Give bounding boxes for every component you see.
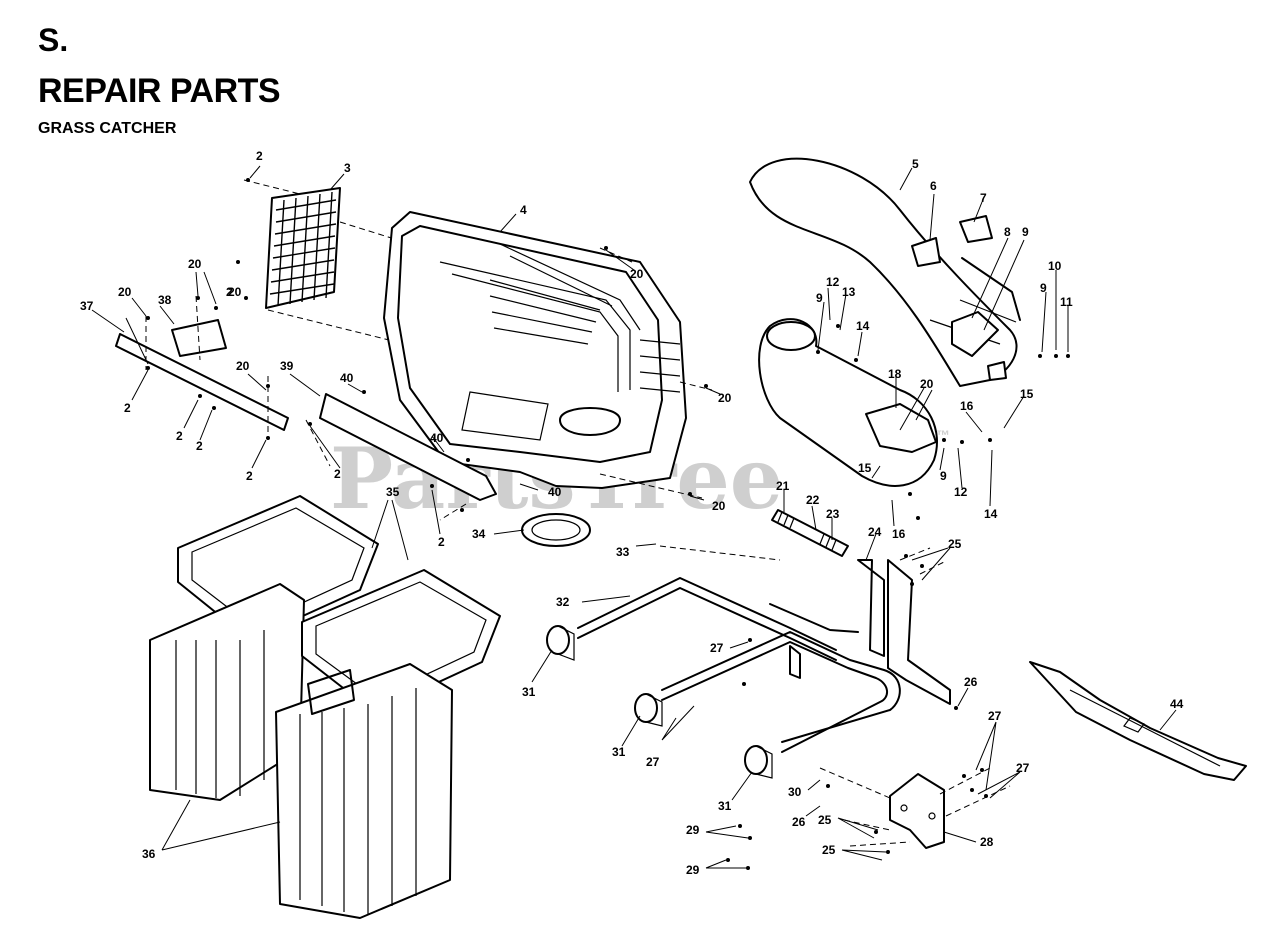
callout-2: 2 <box>246 469 253 483</box>
callout-26: 26 <box>964 675 978 689</box>
callout-31: 31 <box>612 745 626 759</box>
callout-8: 8 <box>1004 225 1011 239</box>
callout-22: 22 <box>806 493 820 507</box>
callout-35: 35 <box>386 485 400 499</box>
part-spring-pin <box>771 509 849 557</box>
callout-16: 16 <box>892 527 906 541</box>
part-frame <box>577 545 951 753</box>
callout-3: 3 <box>344 161 351 175</box>
callout-12: 12 <box>954 485 968 499</box>
callout-9: 9 <box>1022 225 1029 239</box>
callout-15: 15 <box>858 461 872 475</box>
callout-9: 9 <box>940 469 947 483</box>
callout-26: 26 <box>792 815 806 829</box>
callout-2: 2 <box>176 429 183 443</box>
callout-38: 38 <box>158 293 172 307</box>
callout-32: 32 <box>556 595 570 609</box>
callout-20: 20 <box>228 285 242 299</box>
callout-25: 25 <box>818 813 832 827</box>
callout-2: 2 <box>438 535 445 549</box>
callout-13: 13 <box>842 285 856 299</box>
callout-4: 4 <box>520 203 527 217</box>
callout-37: 37 <box>80 299 94 313</box>
callout-40: 40 <box>548 485 562 499</box>
callout-44: 44 <box>1170 697 1184 711</box>
callout-16: 16 <box>960 399 974 413</box>
hardware-dots <box>146 178 1070 870</box>
part-deflector-rails <box>115 295 497 521</box>
part-blade <box>1029 661 1247 781</box>
callout-2: 2 <box>124 401 131 415</box>
callout-20: 20 <box>188 257 202 271</box>
part-bracket <box>819 767 1011 849</box>
callout-30: 30 <box>788 785 802 799</box>
watermark-trademark: ™ <box>936 427 950 443</box>
callout-12: 12 <box>826 275 840 289</box>
callout-20: 20 <box>630 267 644 281</box>
part-bags <box>149 495 501 919</box>
callout-27: 27 <box>1016 761 1030 775</box>
callout-24: 24 <box>868 525 882 539</box>
part-bushings <box>546 625 773 779</box>
callout-29: 29 <box>686 823 700 837</box>
callout-40: 40 <box>430 431 444 445</box>
callout-20: 20 <box>920 377 934 391</box>
callout-27: 27 <box>710 641 724 655</box>
callout-31: 31 <box>718 799 732 813</box>
callout-34: 34 <box>472 527 486 541</box>
callout-9: 9 <box>816 291 823 305</box>
page-subtitle: GRASS CATCHER <box>38 120 177 137</box>
callout-20: 20 <box>118 285 132 299</box>
callout-33: 33 <box>616 545 630 559</box>
callout-10: 10 <box>1048 259 1062 273</box>
callout-2: 2 <box>256 149 263 163</box>
callout-20: 20 <box>236 359 250 373</box>
callout-23: 23 <box>826 507 840 521</box>
callout-25: 25 <box>948 537 962 551</box>
callout-29: 29 <box>686 863 700 877</box>
callout-27: 27 <box>646 755 660 769</box>
part-discharge-chute <box>749 157 1021 387</box>
part-catcher-housing <box>383 211 713 499</box>
callout-21: 21 <box>776 479 790 493</box>
callout-9: 9 <box>1040 281 1047 295</box>
callout-11: 11 <box>1060 295 1073 309</box>
callout-2: 2 <box>334 467 341 481</box>
callout-20: 20 <box>718 391 732 405</box>
callout-6: 6 <box>930 179 937 193</box>
callout-5: 5 <box>912 157 919 171</box>
part-chute-adapter <box>758 318 938 487</box>
callout-36: 36 <box>142 847 156 861</box>
callout-18: 18 <box>888 367 902 381</box>
callout-14: 14 <box>856 319 870 333</box>
callout-40: 40 <box>340 371 354 385</box>
callout-14: 14 <box>984 507 998 521</box>
callout-20: 20 <box>712 499 726 513</box>
callout-25: 25 <box>822 843 836 857</box>
callout-27: 27 <box>988 709 1002 723</box>
callout-15: 15 <box>1020 387 1034 401</box>
page-title: REPAIR PARTS <box>38 72 281 110</box>
section-letter: S. <box>38 22 69 58</box>
callout-28: 28 <box>980 835 994 849</box>
callout-7: 7 <box>980 191 987 205</box>
callout-2: 2 <box>226 285 233 299</box>
callout-numbers: 2 3 4 5 6 7 8 9 9 9 9 10 11 12 12 13 14 … <box>80 149 1184 877</box>
callout-31: 31 <box>522 685 536 699</box>
callout-39: 39 <box>280 359 294 373</box>
callout-2: 2 <box>196 439 203 453</box>
part-screen <box>243 179 471 361</box>
leader-lines <box>91 165 1177 869</box>
